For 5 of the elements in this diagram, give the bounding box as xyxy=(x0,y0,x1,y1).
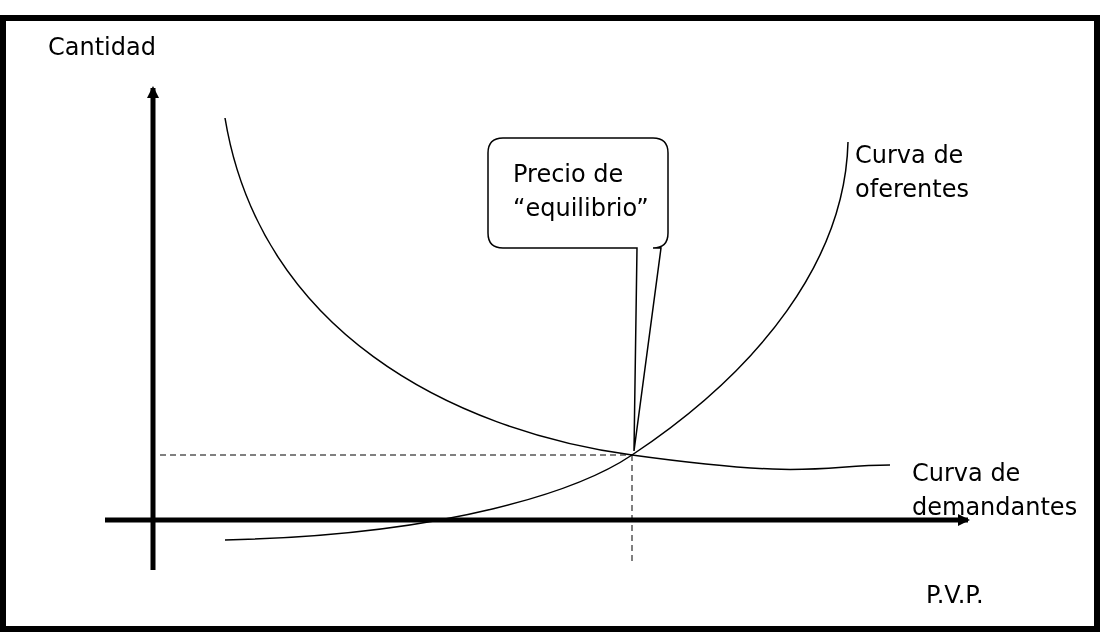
axis-label: P.V.P. xyxy=(926,580,985,611)
curve-label: Curva de demandantes xyxy=(912,458,1079,523)
callout-text: Precio de “equilibrio” xyxy=(513,159,650,224)
curve-label: Curva de oferentes xyxy=(855,140,970,205)
axis-label: Cantidad xyxy=(48,32,157,63)
